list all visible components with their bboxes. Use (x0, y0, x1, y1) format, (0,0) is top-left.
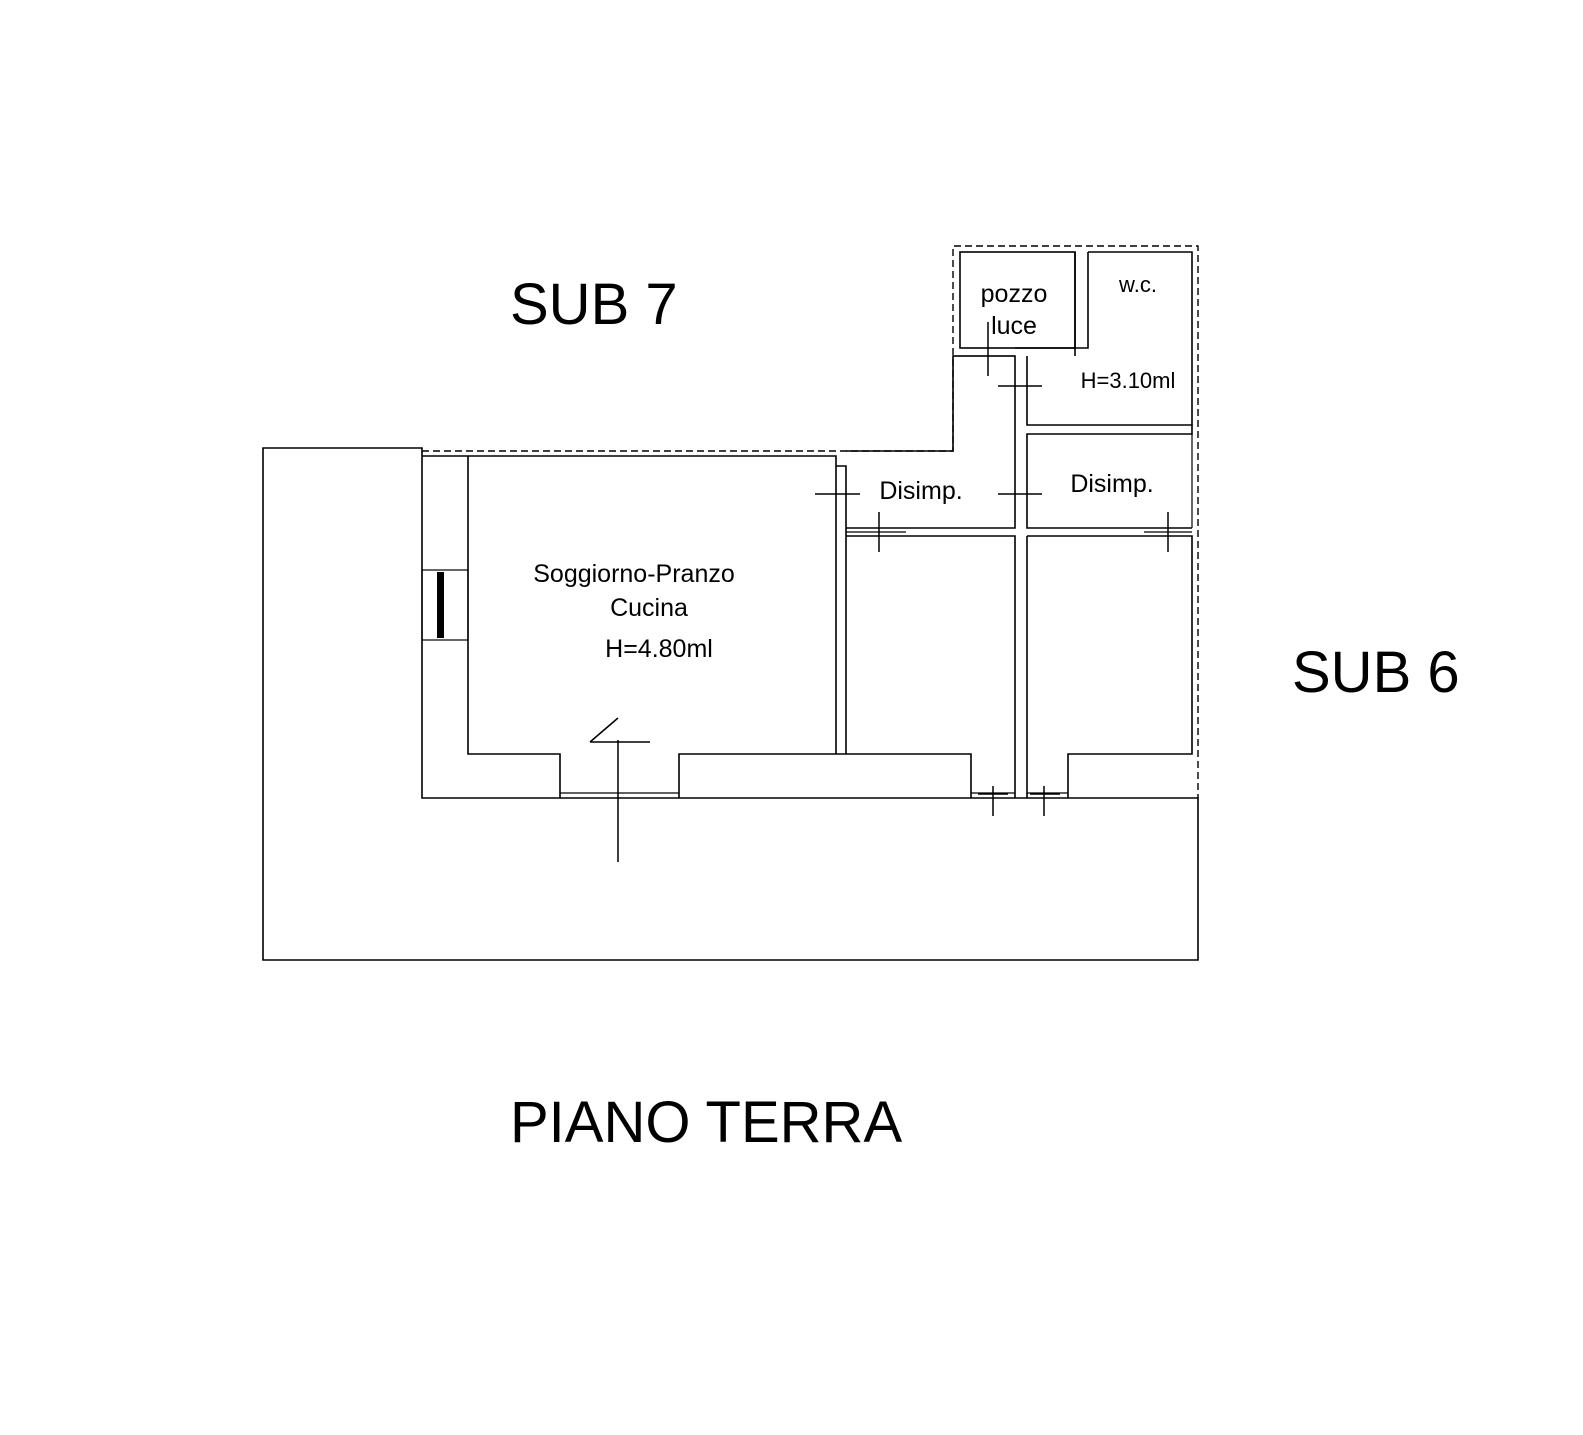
living-room-height: H=4.80ml (605, 635, 713, 663)
floor-label: PIANO TERRA (510, 1090, 902, 1155)
plot-outline (262, 447, 1199, 961)
hall-left-name: Disimp. (879, 477, 962, 505)
wc-name: w.c. (1118, 272, 1157, 297)
lightwell-name-line2: luce (991, 312, 1037, 340)
sub6-label: SUB 6 (1292, 640, 1460, 705)
living-room-name-line1: Soggiorno-Pranzo (533, 560, 735, 588)
sub7-label: SUB 7 (510, 272, 678, 337)
living-room-walls (421, 455, 972, 798)
living-room-name-line2: Cucina (610, 594, 688, 622)
lightwell-name-line1: pozzo (981, 280, 1048, 308)
hall-right-name: Disimp. (1070, 470, 1153, 498)
lightwell-and-wc-walls (953, 251, 1193, 425)
wc-height: H=3.10ml (1081, 368, 1176, 393)
window-west (421, 569, 469, 641)
door-markers (589, 322, 1169, 862)
unit-boundary-dashed (422, 245, 1199, 798)
hallway-walls (846, 355, 1193, 798)
